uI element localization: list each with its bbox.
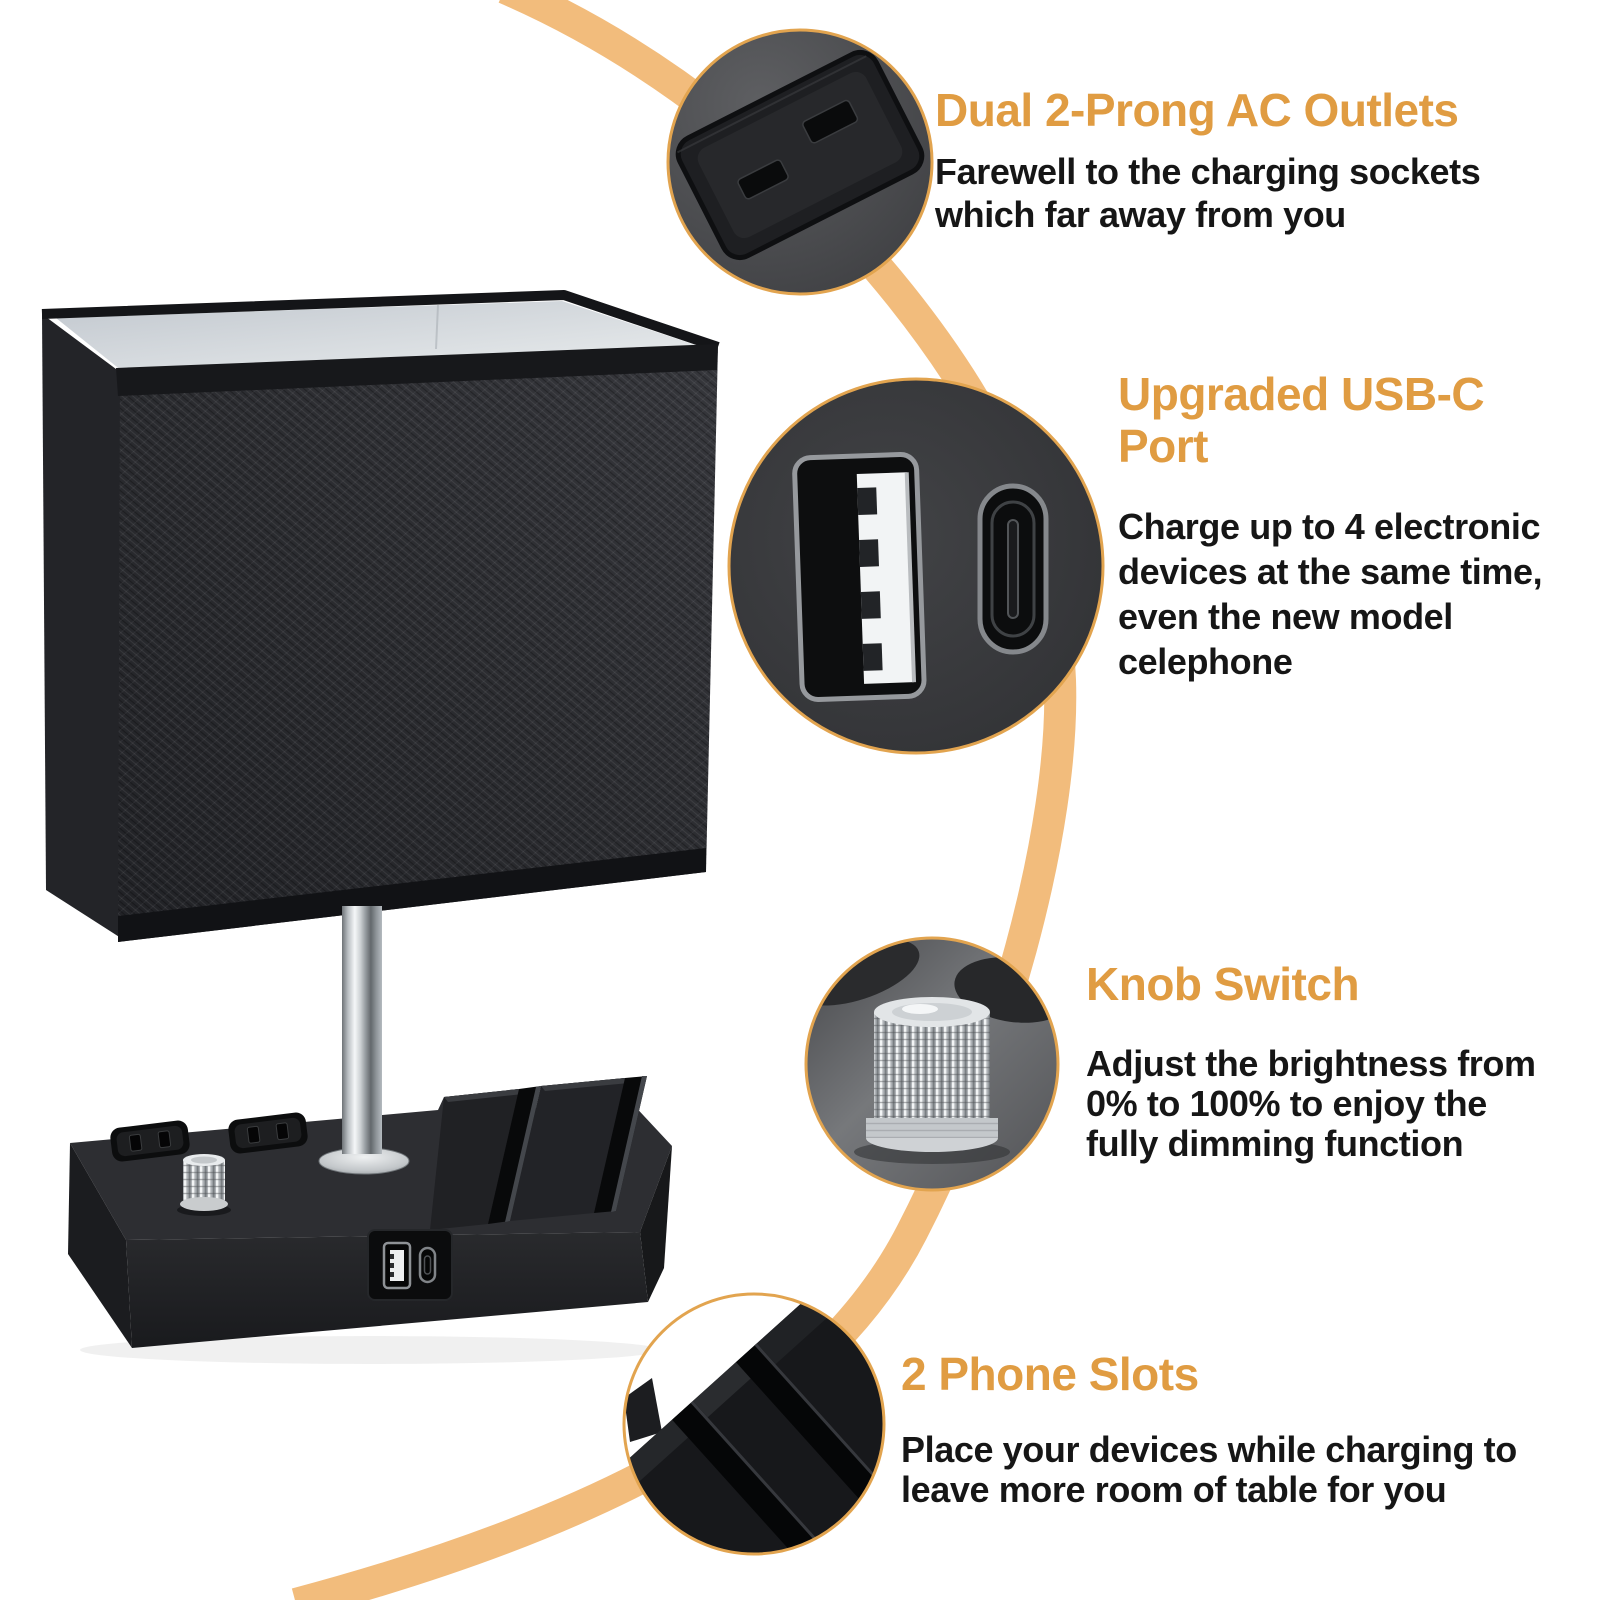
feature-description: Place your devices while charging to lea… [901, 1429, 1517, 1510]
feature-phone-slots: 2 Phone Slots Place your devices while c… [901, 1348, 1517, 1510]
feature-title: Dual 2-Prong AC Outlets [935, 84, 1459, 136]
callout-circle-phone-slots [622, 1292, 886, 1556]
feature-description: Adjust the brightness from 0% to 100% to… [1086, 1043, 1536, 1164]
phone-slot-ridges [430, 1076, 647, 1230]
usb-c-closeup [977, 483, 1049, 655]
ac-outlet [110, 1120, 190, 1162]
base-left-face [68, 1143, 132, 1348]
usb-a-closeup [792, 451, 927, 702]
base-right-face [640, 1146, 672, 1302]
usb-c-port [418, 1246, 437, 1284]
feature-title: Knob Switch [1086, 958, 1360, 1010]
usb-ports-closeup [792, 451, 1049, 702]
callout-circle-knob [804, 936, 1060, 1192]
lamp-pole [342, 906, 382, 1158]
feature-ac-outlets: Dual 2-Prong AC Outlets Farewell to the … [935, 84, 1481, 236]
ac-outlet-closeup [675, 49, 925, 261]
usb-a-port [382, 1241, 412, 1290]
feature-usb-c-port: Upgraded USB-C Port Charge up to 4 elect… [1118, 368, 1543, 684]
lamp-shade-bottom-trim [118, 848, 706, 942]
dimmer-knob [177, 1154, 231, 1216]
lamp-shade-front-rim [116, 344, 718, 396]
feature-description: Farewell to the charging sockets which f… [935, 151, 1481, 235]
lamp-shade [41, 290, 720, 942]
usb-panel [367, 1229, 453, 1301]
feature-title: Upgraded USB-C Port [1118, 368, 1485, 472]
phone-slot-groove [594, 1076, 647, 1213]
knob-closeup [854, 997, 1010, 1164]
phone-slot-groove [488, 1086, 541, 1224]
ac-outlet [228, 1112, 308, 1154]
callout-circle-usb-ports [727, 377, 1105, 755]
feature-description: Charge up to 4 electronic devices at the… [1118, 506, 1543, 682]
callout-circle-ac-outlet [666, 28, 934, 296]
feature-title: 2 Phone Slots [901, 1348, 1199, 1400]
feature-knob-switch: Knob Switch Adjust the brightness from 0… [1086, 958, 1536, 1164]
